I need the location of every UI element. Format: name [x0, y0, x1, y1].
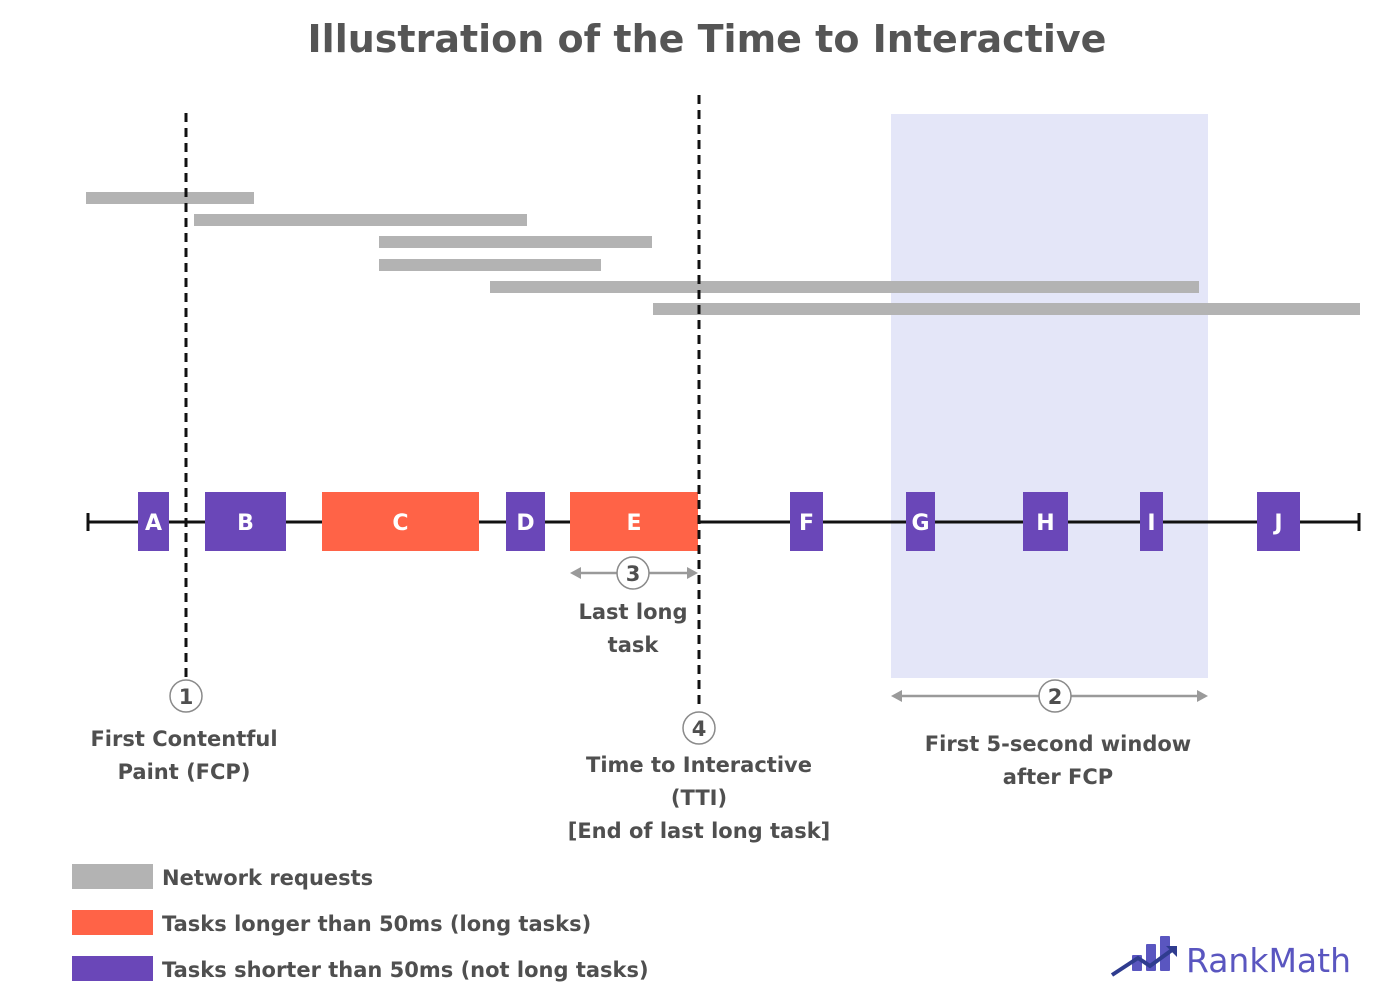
task-label-d: D [516, 511, 534, 536]
task-label-g: G [911, 511, 929, 536]
marker-circle-4 [682, 711, 716, 745]
marker-3-label-line-1: Last long [578, 600, 687, 624]
task-block-f [790, 492, 823, 551]
legend-label-network: Network requests [162, 866, 373, 890]
legend-swatch-short [72, 956, 153, 981]
marker-circle-3 [616, 556, 650, 590]
task-label-h: H [1036, 511, 1054, 536]
rankmath-logo-text: RankMath [1186, 941, 1351, 980]
marker-2-label-line-1: First 5-second window [925, 732, 1191, 756]
task-block-h [1023, 492, 1068, 551]
task-label-b: B [237, 511, 254, 536]
network-request-bar-1 [86, 192, 254, 204]
network-request-bar-2 [194, 214, 527, 226]
rankmath-logo: RankMath [1110, 936, 1351, 980]
task-block-g [906, 492, 935, 551]
task-label-j: J [1272, 511, 1282, 536]
task-blocks: A B C D E F G H I J [138, 492, 1300, 551]
network-request-bar-3 [379, 236, 652, 248]
marker-number-3: 3 [626, 562, 641, 586]
legend-label-long: Tasks longer than 50ms (long tasks) [162, 912, 591, 936]
marker-circle-2 [1038, 679, 1072, 713]
task-label-e: E [626, 511, 641, 536]
five-second-window-band [891, 114, 1208, 678]
task-label-f: F [799, 511, 814, 536]
marker-1-label-line-1: First Contentful [90, 727, 277, 751]
task-block-d [506, 492, 545, 551]
task-block-i [1140, 492, 1163, 551]
marker-1-label-line-2: Paint (FCP) [118, 760, 251, 784]
marker-4-label-line-1: Time to Interactive [586, 753, 812, 777]
network-request-bar-6 [653, 303, 1360, 315]
marker-3-label-line-2: task [608, 633, 660, 657]
task-label-i: I [1147, 511, 1155, 536]
task-label-a: A [145, 511, 162, 536]
rankmath-logo-icon [1110, 936, 1177, 977]
network-requests [86, 192, 1360, 315]
legend-swatch-long [72, 910, 153, 935]
task-label-c: C [392, 511, 408, 536]
task-block-b [205, 492, 286, 551]
marker-number-2: 2 [1048, 685, 1063, 709]
diagram-title: Illustration of the Time to Interactive [308, 17, 1107, 61]
network-request-bar-4 [379, 259, 601, 271]
marker-number-1: 1 [179, 685, 194, 709]
marker-2-label-line-2: after FCP [1003, 765, 1113, 789]
marker-number-4: 4 [692, 717, 707, 741]
network-request-bar-5 [490, 281, 1199, 293]
legend-label-short: Tasks shorter than 50ms (not long tasks) [162, 958, 649, 982]
task-block-a [138, 492, 169, 551]
task-block-c [322, 492, 479, 551]
marker-4-label-line-3: [End of last long task] [568, 819, 831, 843]
task-block-e [570, 492, 698, 551]
marker-4-label-line-2: (TTI) [671, 786, 727, 810]
task-block-j [1257, 492, 1300, 551]
marker-circle-1 [169, 679, 203, 713]
legend-swatch-network [72, 864, 153, 889]
